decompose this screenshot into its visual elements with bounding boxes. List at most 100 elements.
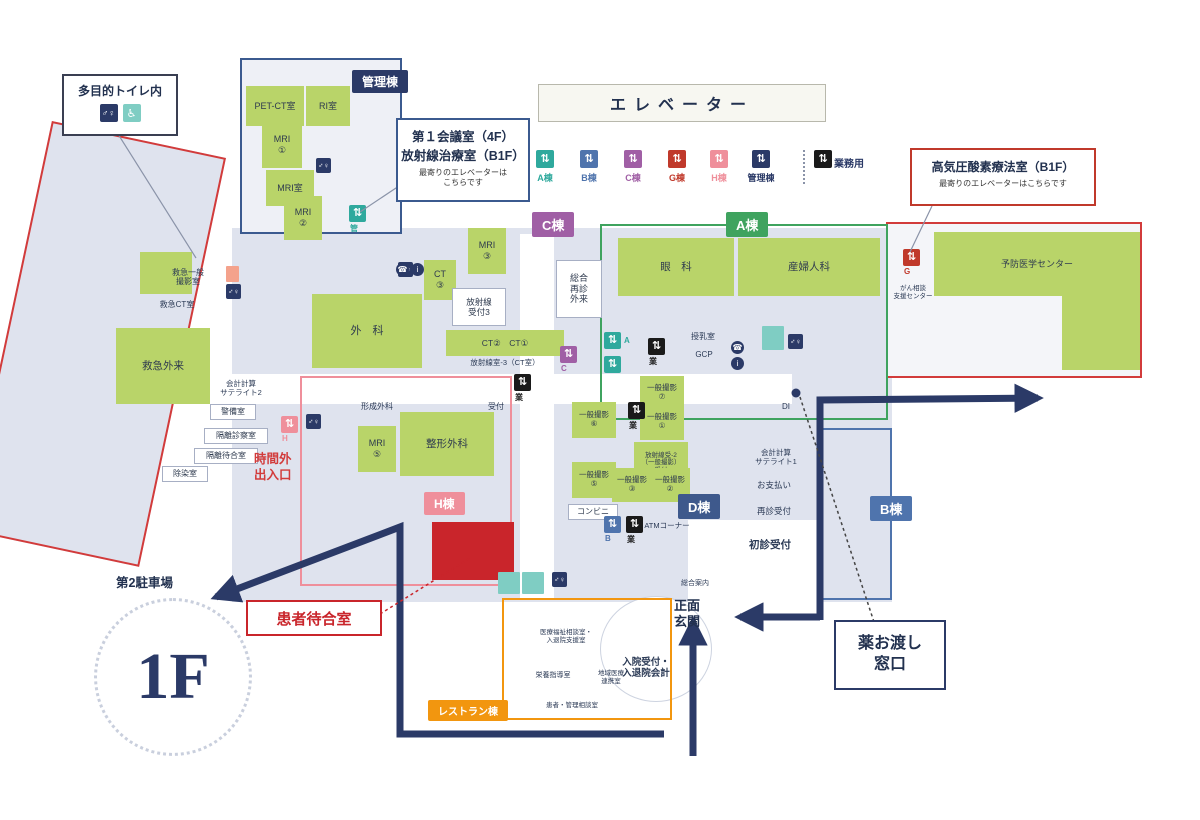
facility-icon <box>522 572 544 594</box>
room: 一般撮影 ⑤ <box>572 462 616 498</box>
parking-label: 第2駐車場 <box>116 576 173 590</box>
room: 患者・管理相談室 <box>546 702 598 710</box>
room: 救急CT室 <box>159 300 195 310</box>
toilet-icon: ♂♀ <box>226 284 241 299</box>
building-badge: D棟 <box>678 494 721 519</box>
room: 一般撮影 ① <box>640 404 684 440</box>
zone-corridor-h <box>232 374 792 404</box>
wheelchair-icon: ♿ <box>122 104 141 122</box>
elevator-icon: ⇅ <box>349 205 366 222</box>
pharmacy-line: 窓口 <box>873 656 906 673</box>
room: CT② CT① <box>446 330 564 356</box>
legend-elevator-icon: ⇅ <box>710 150 728 168</box>
room: 産婦人科 <box>738 238 880 296</box>
legend-label: 業務用 <box>834 159 864 170</box>
room: 総合 再診 外来 <box>556 260 602 318</box>
elevator-label: 業 <box>627 535 635 544</box>
room: MRI ② <box>284 196 322 240</box>
legend-elevator-icon: ⇅ <box>536 150 554 168</box>
room: 形成外科 <box>361 402 393 412</box>
room: ATMコーナー <box>644 520 690 530</box>
elevator-label: C <box>561 364 567 373</box>
legend-label: C棟 <box>625 173 641 183</box>
elevator-label: 業 <box>649 357 657 366</box>
phone-icon: ☎ <box>396 263 409 276</box>
callout-title: 高気圧酸素療法室（B1F） <box>931 160 1075 174</box>
legend-elevator-icon: ⇅ <box>668 150 686 168</box>
building-badge: B棟 <box>870 496 913 521</box>
elevator-label: A <box>624 336 630 345</box>
elevator-icon: ⇅ <box>604 356 621 373</box>
elevator-icon: ⇅ <box>560 346 577 363</box>
legend-label: H棟 <box>711 173 727 183</box>
room: 再診受付 <box>756 505 791 516</box>
callout-note: 最寄りのエレベーターはこちらです <box>939 179 1067 188</box>
building-badge: C棟 <box>532 212 575 237</box>
zone-lobby <box>688 520 820 602</box>
patient-waiting-room-box: 患者待合室 <box>246 600 382 636</box>
meeting-room-callout: 第１会議室（4F） 放射線治療室（B1F） 最寄りのエレベーターは こちらです <box>396 118 530 202</box>
room: 地域医療 連携室 <box>598 670 624 685</box>
room <box>140 252 192 294</box>
toilet-icon: ♂♀ <box>306 414 321 429</box>
multipurpose-toilet-callout: 多目的トイレ内 ♂♀ ♿ <box>62 74 178 136</box>
building-badge: 管理棟 <box>352 70 409 93</box>
facility-icon <box>498 572 520 594</box>
legend-elevator-icon: ⇅ <box>580 150 598 168</box>
elevator-label: 管 <box>350 224 358 233</box>
room: 警備室 <box>210 404 256 420</box>
elevator-label: 業 <box>515 393 523 402</box>
callout-line: 第１会議室（4F） <box>411 130 515 144</box>
legend-service-elevator-icon: ⇅ <box>814 150 832 168</box>
facility-icon <box>762 326 784 350</box>
pharmacy-window-box: 薬お渡し 窓口 <box>834 620 946 690</box>
elevator-icon: ⇅ <box>903 249 920 266</box>
callout-note: 最寄りのエレベーターは こちらです <box>398 168 528 189</box>
elevator-icon: ⇅ <box>628 402 645 419</box>
legend-elevator-icon: ⇅ <box>624 150 642 168</box>
facility-icon <box>226 266 239 282</box>
zone-corridor-v <box>520 234 554 600</box>
legend-elevator-icon: ⇅ <box>752 150 770 168</box>
room: 隔離待合室 <box>194 448 258 464</box>
legend-label: B棟 <box>581 173 597 183</box>
room: 総合案内 <box>681 579 709 587</box>
floor-number: 1F <box>136 640 210 713</box>
room: 一般撮影 ⑥ <box>572 402 616 438</box>
room: 受付 <box>488 402 504 412</box>
toilet-icon: ♂♀ <box>99 104 118 122</box>
legend-label: A棟 <box>537 173 553 183</box>
info-icon: i <box>731 357 744 370</box>
legend-divider <box>803 150 805 184</box>
room: MRI ③ <box>468 228 506 274</box>
room: GCP <box>695 349 713 359</box>
elevator-icon: ⇅ <box>604 516 621 533</box>
room: 予防医学センター <box>934 232 1140 296</box>
building-badge: レストラン棟 <box>428 700 508 721</box>
elevator-label: G <box>904 267 911 276</box>
hyperbaric-room-callout: 高気圧酸素療法室（B1F） 最寄りのエレベーターはこちらです <box>910 148 1096 206</box>
elevator-icon: ⇅ <box>281 416 298 433</box>
room: PET-CT室 <box>246 86 304 126</box>
room: 救急一般 撮影室 <box>172 267 204 286</box>
elevator-icon: ⇅ <box>604 332 621 349</box>
floor-indicator: 1F <box>94 598 252 756</box>
afterhours-exit-label: 時間外 出入口 <box>254 452 292 482</box>
room: 眼 科 <box>618 238 734 296</box>
note-line: 最寄りのエレベーターは <box>419 168 507 177</box>
room: 救急外来 <box>116 328 210 404</box>
room: RI室 <box>306 86 350 126</box>
room: 栄養指導室 <box>535 671 571 679</box>
note-line: こちらです <box>443 178 483 188</box>
phone-icon: ☎ <box>731 341 744 354</box>
room: お支払い <box>756 479 791 490</box>
elevator-icon: ⇅ <box>626 516 643 533</box>
room: 隔離診察室 <box>204 428 268 444</box>
legend-label: 管理棟 <box>747 173 775 183</box>
room: がん相談 支援センター <box>893 285 933 300</box>
room: MRI ① <box>262 122 302 168</box>
building-badge: A棟 <box>726 212 769 237</box>
elevator-icon: ⇅ <box>648 338 665 355</box>
elevator-icon: ⇅ <box>514 374 531 391</box>
info-icon: i <box>411 263 424 276</box>
